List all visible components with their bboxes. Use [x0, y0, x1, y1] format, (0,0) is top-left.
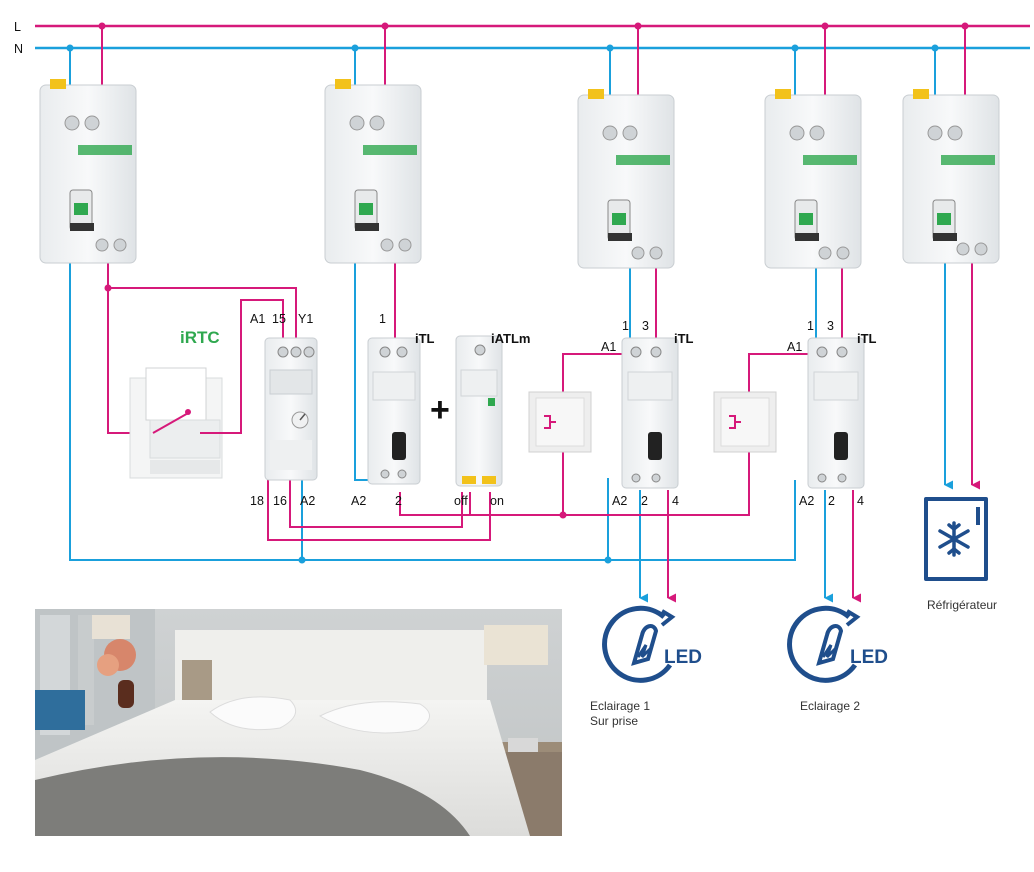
itl-2-terminal-3: 3 — [642, 319, 649, 333]
live-label: L — [14, 20, 21, 34]
refrigerator-icon — [924, 497, 988, 581]
iatlm-terminal-on: on — [490, 494, 504, 508]
lighting-2-caption: Eclairage 2 — [800, 699, 860, 713]
circuit-breaker-3 — [577, 89, 675, 269]
led-label-1: LED — [664, 647, 702, 668]
iatlm-auxiliary — [455, 335, 503, 487]
itl-relay-3 — [807, 337, 865, 489]
itl-relay-2 — [621, 337, 679, 489]
itl-3-title: iTL — [857, 331, 877, 346]
circuit-breakers — [39, 79, 1000, 269]
itl-3-terminal-3: 3 — [827, 319, 834, 333]
itl-1-terminal-2: 2 — [395, 494, 402, 508]
plus-sign: + — [430, 391, 450, 429]
irtc-terminal-15: 15 — [272, 312, 286, 326]
itl-2-coil-a1: A1 — [601, 340, 616, 354]
iatlm-title: iATLm — [491, 331, 530, 346]
irtc-relay — [264, 337, 318, 481]
card-switch — [129, 367, 241, 479]
irtc-title: iRTC — [180, 328, 220, 347]
circuit-breaker-1 — [39, 79, 137, 264]
itl-1-terminal-a2: A2 — [351, 494, 366, 508]
itl-3-terminal-1: 1 — [807, 319, 814, 333]
push-button-1 — [528, 391, 592, 453]
led-label-2: LED — [850, 647, 888, 668]
neutral-wiring — [69, 48, 954, 603]
circuit-breaker-5 — [902, 89, 1000, 264]
push-button-2 — [713, 391, 777, 453]
itl-2-terminal-4: 4 — [672, 494, 679, 508]
led-lighting-icon — [602, 605, 676, 683]
led-lighting-icon — [787, 605, 861, 683]
itl-2-title: iTL — [674, 331, 694, 346]
neutral-label: N — [14, 42, 23, 56]
live-wiring — [101, 26, 981, 603]
circuit-breaker-2 — [324, 79, 422, 264]
irtc-terminal-a1: A1 — [250, 312, 265, 326]
circuit-breaker-4 — [764, 89, 862, 269]
fridge-caption: Réfrigérateur — [927, 598, 997, 612]
irtc-terminal-y1: Y1 — [298, 312, 313, 326]
irtc-terminal-a2: A2 — [300, 494, 315, 508]
itl-2-terminal-2: 2 — [641, 494, 648, 508]
lighting-1-caption-line-1: Eclairage 1 — [590, 699, 650, 713]
lighting-1-caption-line-2: Sur prise — [590, 714, 638, 728]
irtc-terminal-16: 16 — [273, 494, 287, 508]
itl-3-terminal-2: 2 — [828, 494, 835, 508]
junction-dots — [66, 22, 969, 564]
iatlm-terminal-off: off — [454, 494, 468, 508]
itl-1-terminal-1: 1 — [379, 312, 386, 326]
itl-relay-1 — [367, 337, 421, 485]
itl-1-title: iTL — [415, 331, 435, 346]
irtc-terminal-18: 18 — [250, 494, 264, 508]
itl-3-terminal-4: 4 — [857, 494, 864, 508]
itl-2-terminal-a2: A2 — [612, 494, 627, 508]
itl-2-terminal-1: 1 — [622, 319, 629, 333]
itl-3-terminal-a2: A2 — [799, 494, 814, 508]
hotel-room-photo — [35, 609, 562, 836]
itl-3-coil-a1: A1 — [787, 340, 802, 354]
